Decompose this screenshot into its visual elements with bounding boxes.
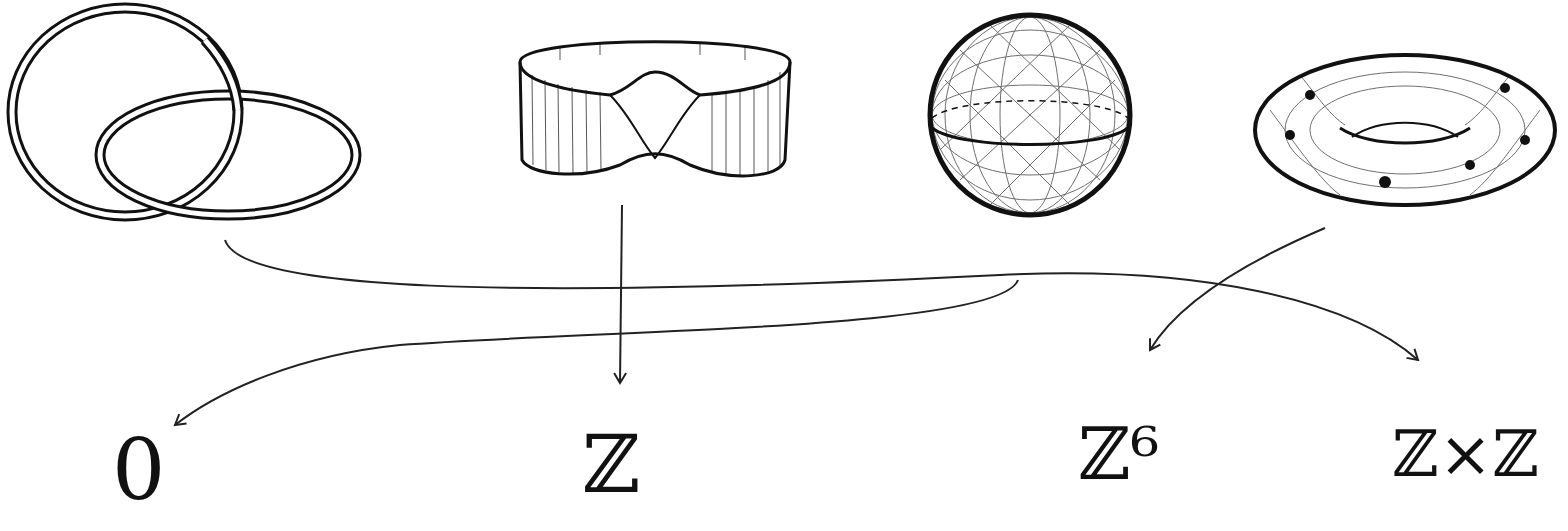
linked-rings: [12, 8, 356, 216]
moebius-band: [520, 42, 790, 176]
group-label: ℤ×ℤ: [1392, 422, 1539, 486]
group-label: ℤ⁶: [1078, 418, 1159, 490]
torus: [1255, 55, 1555, 205]
sphere: [930, 15, 1130, 215]
group-label: ℤ: [582, 425, 640, 505]
leader-arrows: [175, 205, 1418, 425]
group-label: 0: [112, 428, 165, 512]
